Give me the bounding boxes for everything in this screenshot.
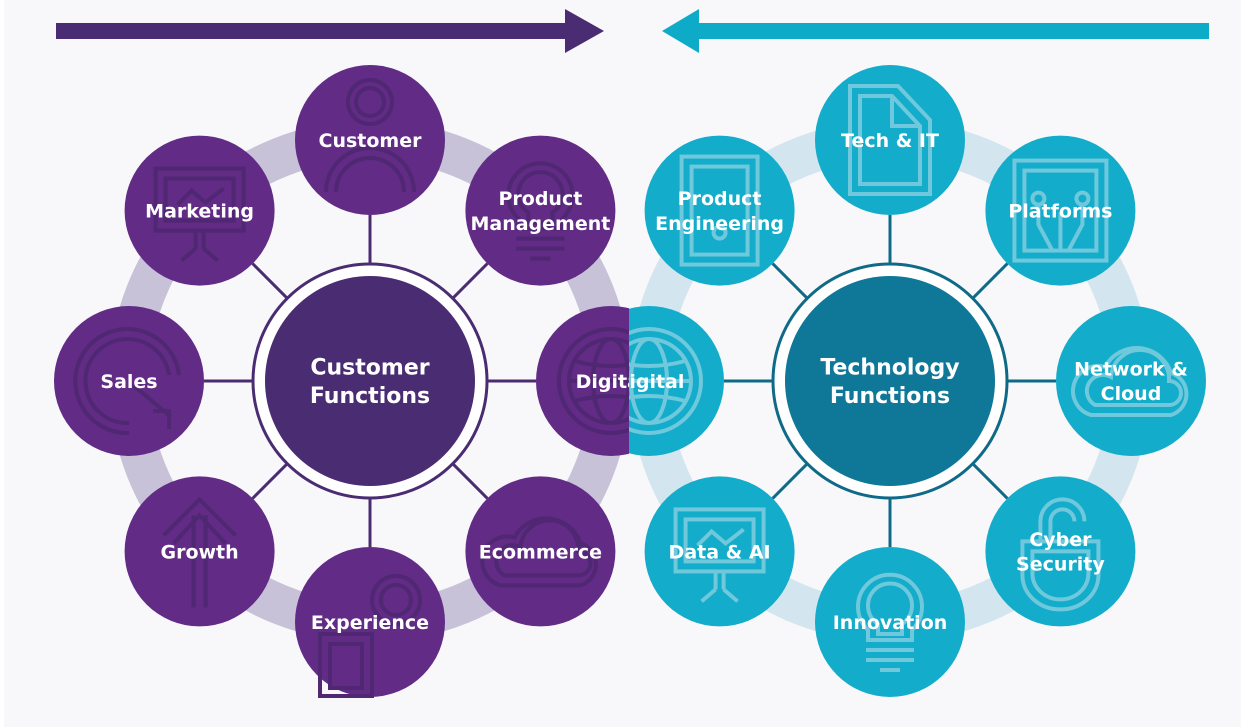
- node-label-line-1: Product: [498, 188, 582, 210]
- node-circle: [465, 476, 616, 627]
- node-label-line-2: Security: [1016, 554, 1105, 576]
- node-circle: [465, 135, 616, 286]
- circuit-board-icon: [1012, 158, 1109, 263]
- customer-node-growth[interactable]: Growth: [124, 476, 275, 627]
- node-label: Growth: [160, 541, 238, 563]
- cloud-icon: [480, 516, 598, 588]
- cloud-icon: [1071, 346, 1189, 417]
- technology-node-tech-it[interactable]: Tech & IT: [815, 65, 965, 215]
- technology-node-innovation[interactable]: Innovation: [815, 547, 965, 697]
- globe-icon: [557, 327, 629, 435]
- node-circle: [124, 135, 275, 286]
- node-label: Customer: [319, 130, 423, 152]
- customer-connector-growth: [251, 462, 289, 500]
- node-circle: [644, 476, 795, 627]
- lightbulb-icon: [856, 572, 924, 672]
- customer-connector-marketing: [251, 262, 289, 300]
- technology-node-platforms[interactable]: Platforms: [985, 135, 1136, 286]
- customer-connector-ecommerce: [451, 462, 489, 500]
- satellite-nodes: CustomerProductManagementDigitalEcommerc…: [54, 65, 1206, 698]
- target-icon: [73, 327, 181, 436]
- customer-connector-product-management: [451, 262, 489, 300]
- document-icon: [848, 84, 932, 196]
- node-label-line-2: Management: [470, 213, 610, 235]
- technology-connector-platforms: [971, 262, 1009, 300]
- customer-node-ecommerce[interactable]: Ecommerce: [465, 476, 616, 627]
- arrow-up-icon: [162, 496, 238, 608]
- door-icon: [679, 154, 760, 267]
- node-label-line-1: Cyber: [1029, 529, 1092, 551]
- node-label-line-2: Engineering: [655, 213, 784, 235]
- node-label: Innovation: [833, 612, 948, 634]
- node-label: Digital: [576, 371, 647, 393]
- node-label: Platforms: [1008, 200, 1112, 222]
- hub-label-line-1: Technology: [820, 356, 959, 381]
- node-label: Sales: [100, 371, 157, 393]
- customer-node-experience[interactable]: Experience: [295, 547, 445, 698]
- technology-connector-cyber-security: [971, 462, 1009, 500]
- node-circle: [1056, 306, 1206, 456]
- node-circle: [815, 547, 965, 697]
- node-circle: [295, 547, 445, 697]
- padlock-icon: [1020, 497, 1101, 612]
- customer-arrow-right: [56, 9, 604, 53]
- connector-lines: [204, 215, 1056, 547]
- hub-label-line-2: Functions: [830, 384, 950, 409]
- presentation-board-icon: [153, 166, 246, 263]
- node-label: Tech & IT: [841, 130, 939, 152]
- location-pin-icon: [318, 574, 422, 698]
- arrows: [56, 9, 1209, 53]
- technology-arrow-left: [662, 9, 1209, 53]
- node-label: Marketing: [145, 200, 254, 222]
- left-edge-strip: [0, 0, 4, 727]
- node-label: Data & AI: [669, 541, 771, 563]
- node-label: Digital: [614, 371, 685, 393]
- customer-node-sales[interactable]: Sales: [54, 306, 204, 456]
- node-label: Experience: [311, 612, 429, 634]
- hub-label-line-1: Customer: [310, 356, 429, 381]
- technology-connector-product-engineering: [771, 262, 809, 300]
- globe-icon: [629, 327, 703, 435]
- technology-node-network-cloud[interactable]: Network & Cloud: [1056, 306, 1206, 456]
- technology-node-digital[interactable]: Digital: [574, 306, 724, 456]
- person-icon: [324, 78, 416, 193]
- customer-node-customer[interactable]: Customer: [295, 65, 445, 215]
- presentation-board-icon: [673, 507, 766, 603]
- hub-circle: [265, 276, 475, 486]
- customer-node-digital[interactable]: Digital: [536, 306, 686, 456]
- customer-node-marketing[interactable]: Marketing: [124, 135, 275, 286]
- node-label: Ecommerce: [479, 541, 602, 563]
- hub-circle: [785, 276, 995, 486]
- node-circle: [815, 65, 965, 215]
- node-circle: [295, 65, 445, 215]
- node-label-line-1: Network &: [1074, 358, 1188, 380]
- technology-connector-data-ai: [771, 462, 809, 500]
- node-circle: [124, 476, 275, 627]
- node-label-line-2: Cloud: [1101, 383, 1162, 405]
- lightbulb-icon: [506, 161, 575, 261]
- node-label-line-1: Product: [678, 188, 762, 210]
- hub-label-line-2: Functions: [310, 384, 430, 409]
- technology-node-data-ai[interactable]: Data & AI: [644, 476, 795, 627]
